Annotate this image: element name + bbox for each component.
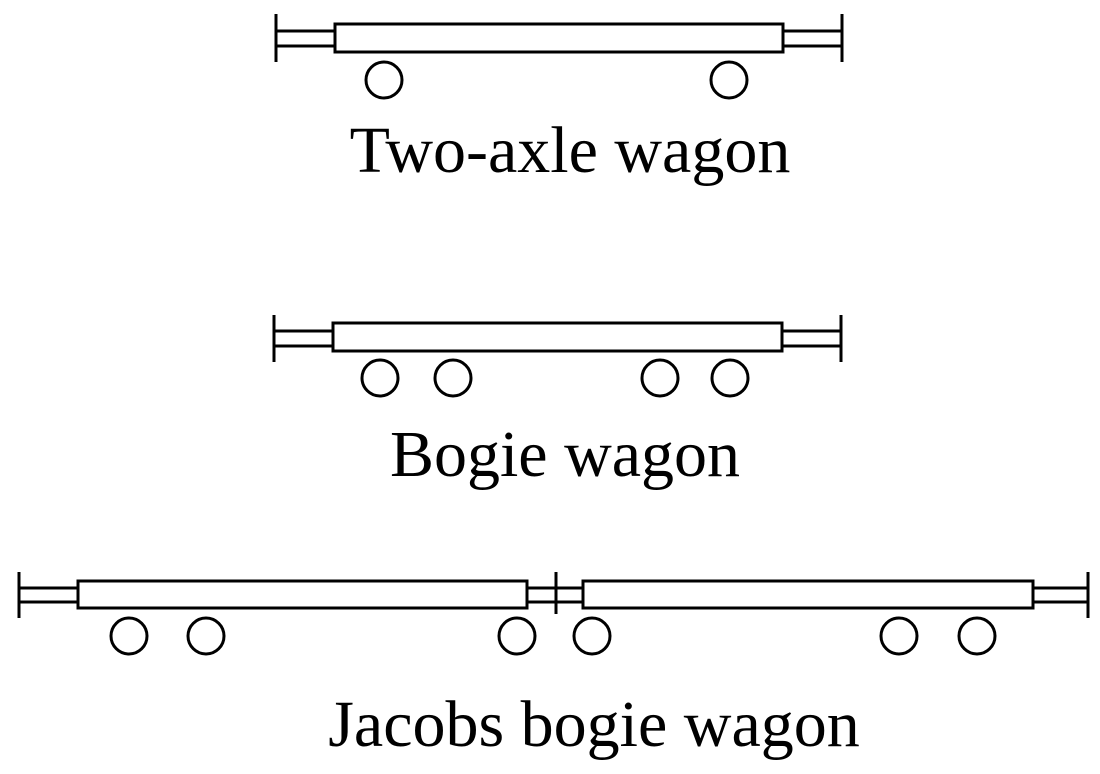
left-coupler <box>276 29 335 48</box>
middle-coupler <box>527 572 583 614</box>
wagon-body <box>331 321 784 353</box>
wheel <box>709 60 749 100</box>
caption-bogie-wagon: Bogie wagon <box>390 418 740 491</box>
right-coupler <box>783 29 842 48</box>
right-coupler <box>782 329 841 348</box>
wheel <box>186 616 226 656</box>
wagon-body-right <box>581 579 1035 610</box>
left-coupler <box>19 586 78 604</box>
wheel <box>360 358 400 398</box>
wagon-body-left <box>76 579 529 610</box>
wheel <box>640 358 680 398</box>
caption-two-axle-wagon: Two-axle wagon <box>350 114 791 187</box>
wheel <box>710 358 750 398</box>
caption-jacobs-bogie-wagon: Jacobs bogie wagon <box>328 688 860 761</box>
right-coupler <box>1033 586 1088 604</box>
left-coupler <box>274 329 333 348</box>
wheel <box>497 616 537 656</box>
wagon-body <box>333 22 785 54</box>
wheel <box>879 616 919 656</box>
wheel <box>364 60 404 100</box>
jacobs-bogie-wagon <box>17 572 1090 656</box>
wheel <box>957 616 997 656</box>
wheel <box>433 358 473 398</box>
wheel <box>572 616 612 656</box>
wheel <box>109 616 149 656</box>
two-axle-wagon <box>274 14 844 100</box>
bogie-wagon <box>272 315 843 398</box>
